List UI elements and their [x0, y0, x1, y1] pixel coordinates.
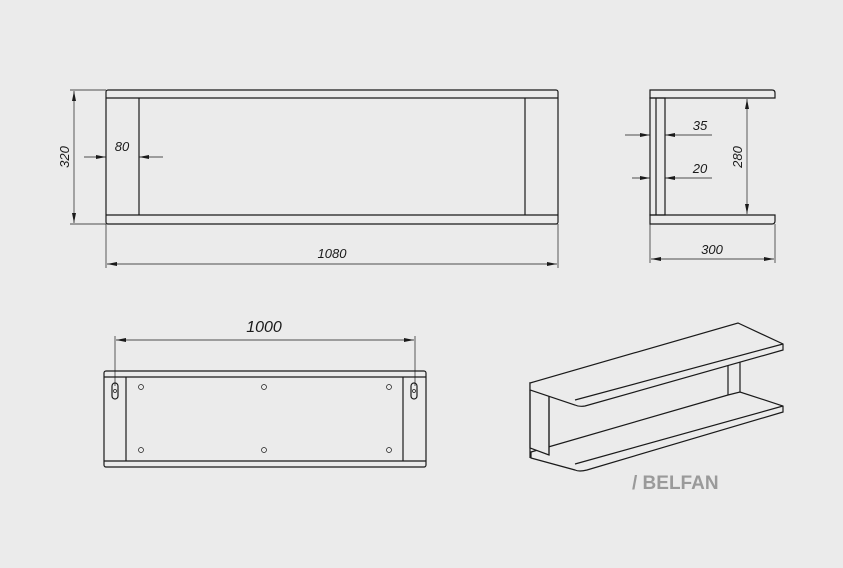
side-panel-dimension: 80: [115, 139, 130, 154]
panel-outer-dimension: 35: [693, 118, 708, 133]
isometric-view: [529, 322, 784, 472]
panel-inner-dimension: 20: [692, 161, 708, 176]
mounting-slots: [111, 382, 418, 400]
width-dimension: 1080: [318, 246, 348, 261]
mounting-holes: [138, 384, 392, 453]
back-view: 1000: [103, 319, 427, 468]
mount-spacing-dimension: 1000: [246, 319, 282, 336]
brand-logo: / BELFAN: [632, 473, 719, 494]
depth-dimension: 300: [701, 242, 723, 257]
height-dimension: 320: [57, 145, 72, 167]
inner-height-dimension: 280: [730, 145, 745, 168]
side-view: 280 35 20 300: [625, 89, 776, 263]
front-view: 320 80 1080: [57, 89, 559, 268]
